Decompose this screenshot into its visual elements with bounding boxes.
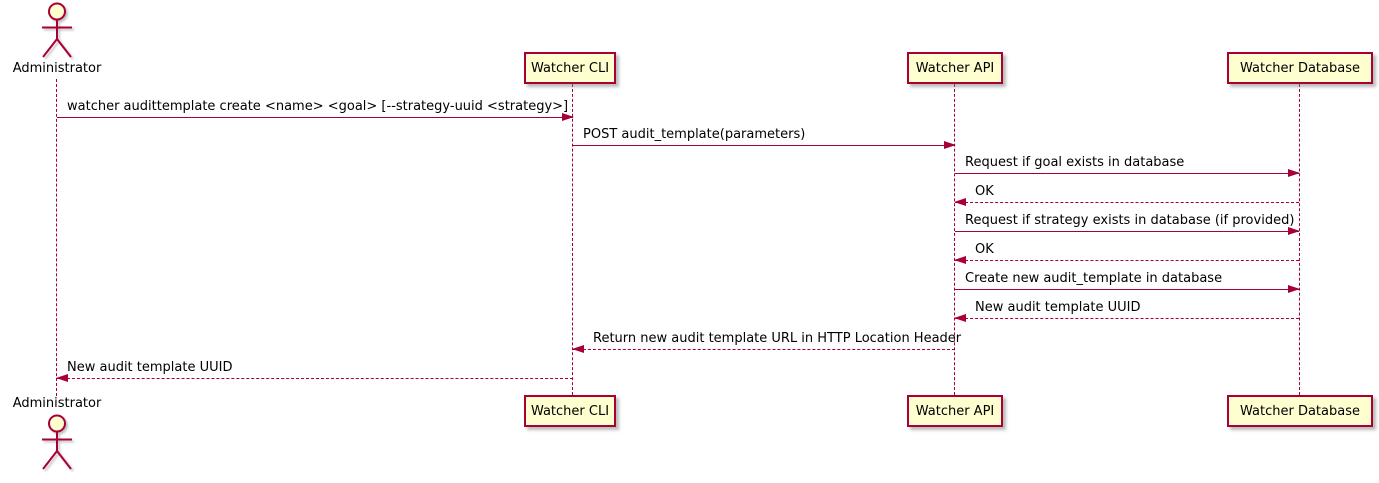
message-label: OK [975,184,994,199]
arrowhead-right-icon [562,113,574,121]
arrow-left-dashed [572,345,955,353]
message-ok-strategy: OK [954,242,1299,264]
arrowhead-right-icon [1288,169,1300,177]
arrow-left-dashed [954,198,1299,206]
participant-watcher-database-top: Watcher Database [1227,52,1373,84]
arrow-left-dashed [954,314,1299,322]
arrowhead-left-icon [56,374,68,382]
message-request-goal-exists: Request if goal exists in database [955,155,1300,177]
message-label: OK [975,242,994,257]
actor-icon [42,2,72,58]
message-new-uuid-to-admin: New audit template UUID [56,360,573,382]
message-create-audit-template-db: Create new audit_template in database [955,271,1300,293]
arrowhead-right-icon [1288,285,1300,293]
lifeline-watcher-database [1299,84,1300,395]
arrowhead-right-icon [1288,227,1300,235]
lifeline-administrator [56,79,57,396]
arrow-right-solid [955,285,1300,293]
participant-watcher-api-bottom: Watcher API [907,395,1003,427]
actor-label-administrator-top: Administrator [12,61,102,76]
message-request-strategy-exists: Request if strategy exists in database (… [955,213,1300,235]
participant-watcher-cli-top: Watcher CLI [524,52,616,84]
arrow-left-dashed [56,374,573,382]
arrowhead-left-icon [572,345,584,353]
lifeline-watcher-cli [572,84,573,395]
actor-label-administrator-bottom: Administrator [12,396,102,411]
message-label: New audit template UUID [975,300,1141,315]
message-label: Request if strategy exists in database (… [965,213,1295,228]
arrowhead-left-icon [954,314,966,322]
participant-watcher-api-top: Watcher API [907,52,1003,84]
arrowhead-left-icon [954,256,966,264]
message-post-audit-template: POST audit_template(parameters) [573,127,956,149]
actor-icon [42,414,72,470]
message-label: Create new audit_template in database [965,271,1223,286]
participant-watcher-database-bottom: Watcher Database [1227,395,1373,427]
arrowhead-left-icon [954,198,966,206]
message-label: New audit template UUID [67,360,233,375]
message-return-url-location-header: Return new audit template URL in HTTP Lo… [572,331,962,353]
message-label: Request if goal exists in database [965,155,1185,170]
message-label: POST audit_template(parameters) [583,127,806,142]
arrow-right-solid [955,227,1300,235]
message-ok-goal: OK [954,184,1299,206]
arrow-left-dashed [954,256,1299,264]
message-create-audittemplate: watcher audittemplate create <name> <goa… [57,99,574,121]
message-new-uuid-from-db: New audit template UUID [954,300,1299,322]
arrowhead-right-icon [944,141,956,149]
message-label: Return new audit template URL in HTTP Lo… [593,331,962,346]
lifeline-watcher-api [954,84,955,395]
participant-watcher-cli-bottom: Watcher CLI [524,395,616,427]
arrow-right-solid [573,141,956,149]
arrow-right-solid [955,169,1300,177]
arrow-right-solid [57,113,574,121]
message-label: watcher audittemplate create <name> <goa… [67,99,569,114]
